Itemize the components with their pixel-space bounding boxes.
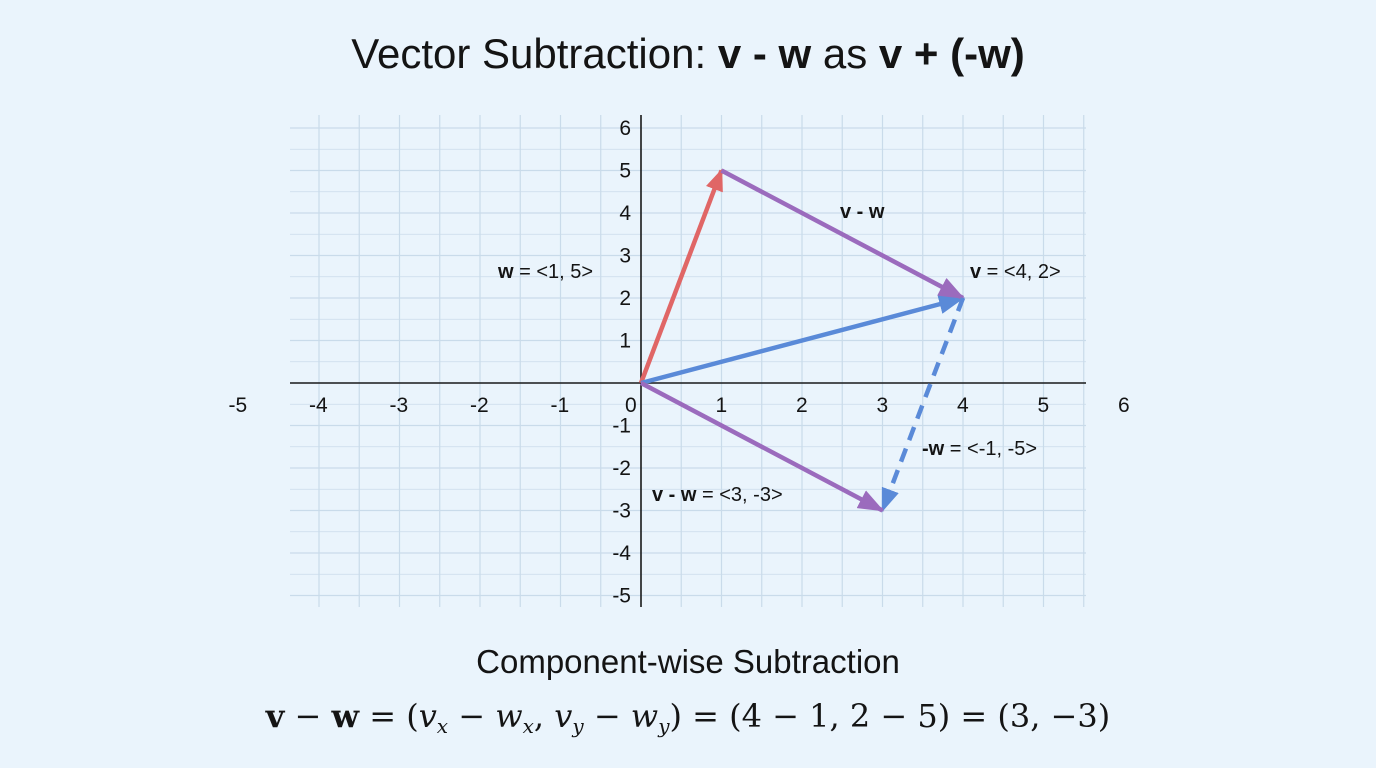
x-tick-label: -3 xyxy=(390,394,409,417)
x-tick-label: -1 xyxy=(551,394,570,417)
label-v-minus-w-result: v - w = <3, -3> xyxy=(652,484,783,506)
vector-labels: w = <1, 5> v = <4, 2> v - w -w = <-1, -5… xyxy=(497,201,1061,506)
y-tick-label: -4 xyxy=(612,542,631,565)
x-tick-label: 5 xyxy=(1038,394,1050,417)
x-tick-label: -5 xyxy=(229,394,248,417)
y-tick-label: 5 xyxy=(619,160,631,183)
title-expression-rhs: v + (-w) xyxy=(878,30,1025,77)
y-tick-label: -5 xyxy=(612,585,631,608)
title-prefix: Vector Subtraction: xyxy=(351,30,718,77)
caption: Component-wise Subtraction xyxy=(476,643,900,680)
y-tick-label: -2 xyxy=(612,457,631,480)
grid xyxy=(290,115,1086,607)
axes xyxy=(290,115,1086,607)
y-tick-label: -1 xyxy=(612,415,631,438)
vectors xyxy=(638,168,966,513)
label-w: w = <1, 5> xyxy=(497,261,593,283)
y-tick-label: 1 xyxy=(619,330,631,353)
vector-v-minus-w-top xyxy=(720,168,965,300)
formula: v − w = (vx − wx, vy − wy) = (4 − 1, 2 −… xyxy=(265,697,1111,738)
vector-w xyxy=(638,168,724,384)
x-tick-label: 4 xyxy=(957,394,969,417)
title-expression-lhs: v - w xyxy=(717,30,812,77)
x-tick-label: 3 xyxy=(877,394,889,417)
x-tick-label: 2 xyxy=(796,394,808,417)
title-middle: as xyxy=(811,30,879,77)
y-tick-label: 3 xyxy=(619,245,631,268)
vector-v xyxy=(640,294,965,386)
x-tick-label: -2 xyxy=(470,394,489,417)
x-tick-label: -4 xyxy=(309,394,328,417)
x-tick-label: 0 xyxy=(625,394,637,417)
label-v: v = <4, 2> xyxy=(970,261,1061,283)
vector-neg-w xyxy=(880,297,966,513)
y-tick-label: -3 xyxy=(612,500,631,523)
label-v-minus-w-top: v - w xyxy=(840,201,885,223)
page-title: Vector Subtraction: v - w as v + (-w) xyxy=(0,26,1376,82)
x-tick-label: 1 xyxy=(716,394,728,417)
x-tick-label: 6 xyxy=(1118,394,1130,417)
vector-v-minus-w-origin xyxy=(639,381,885,513)
y-tick-label: 2 xyxy=(619,287,631,310)
y-tick-label: 4 xyxy=(619,202,631,225)
label-neg-w: -w = <-1, -5> xyxy=(922,438,1037,460)
y-tick-label: 6 xyxy=(619,117,631,140)
